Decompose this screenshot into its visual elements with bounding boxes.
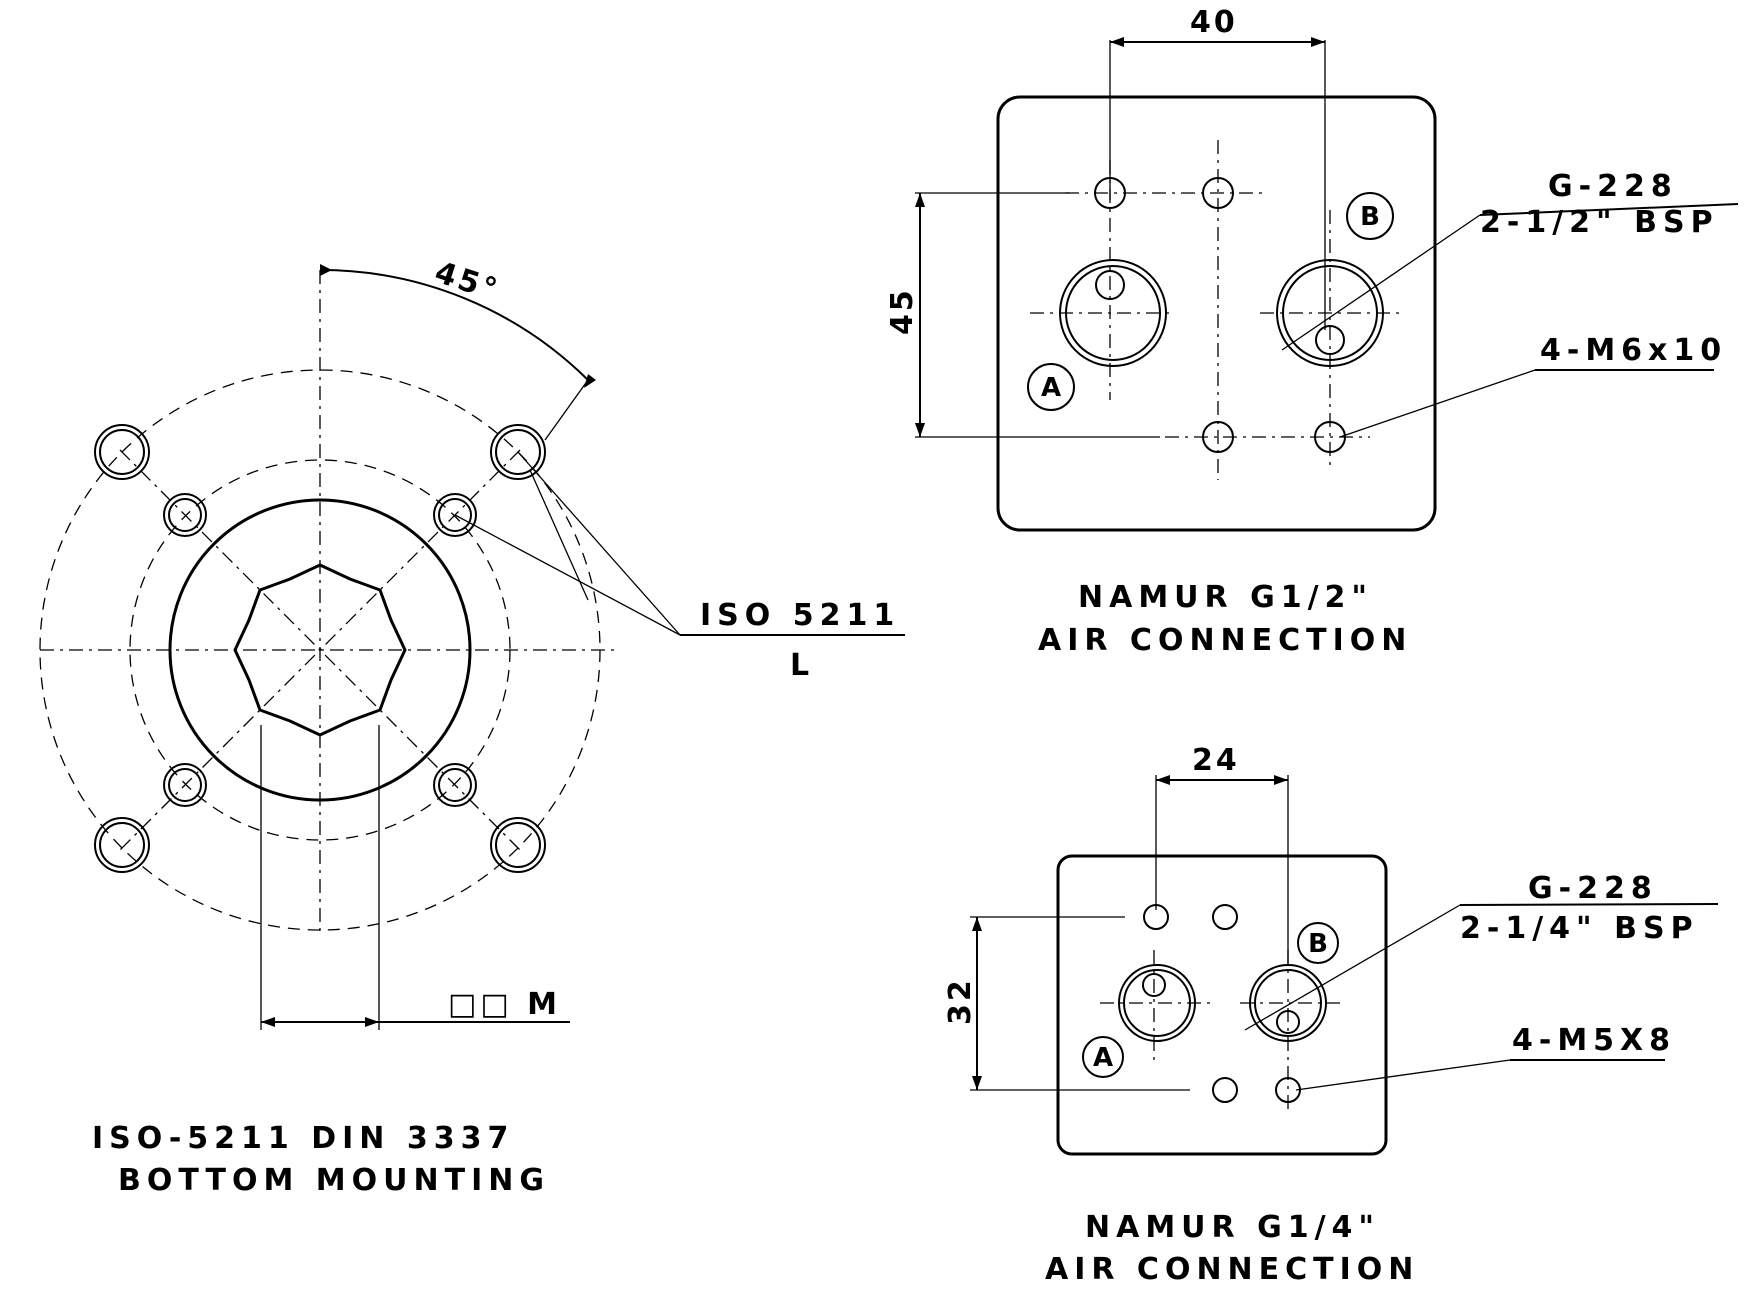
half-port-a-bore	[1095, 270, 1125, 300]
quarter-thread-label-1: G-228	[1528, 871, 1658, 906]
quarter-screw-hole	[1143, 904, 1169, 930]
quarter-port-a-badge	[1082, 1036, 1124, 1078]
flange-caption-line1: ISO-5211 DIN 3337	[92, 1121, 514, 1156]
half-port-b-label: B	[1360, 202, 1380, 232]
quarter-port-b-inner	[1254, 969, 1322, 1037]
namur-quarter-plate	[1056, 854, 1388, 1156]
bolt-hole	[490, 424, 546, 480]
square-arrow-right	[365, 1017, 379, 1027]
bolt-hole-inner	[168, 768, 202, 802]
half-port-b-badge	[1346, 192, 1394, 240]
inner-bolt-holes	[163, 493, 477, 807]
half-port-a-outer	[1059, 259, 1167, 367]
quarter-port-a-inner	[1123, 969, 1191, 1037]
half-port-b-inner	[1282, 265, 1378, 361]
quarter-height-arrow-top	[972, 917, 982, 931]
iso-sublabel: L	[790, 648, 815, 683]
half-height-label: 45	[885, 287, 920, 335]
quarter-screw-leader	[1295, 1059, 1511, 1091]
quarter-screw-label: 4-M5X8	[1512, 1023, 1676, 1058]
square-label: □□ M	[448, 987, 561, 1022]
bolt-hole	[433, 493, 477, 537]
bolt-hole	[163, 763, 207, 807]
half-screw-hole	[1094, 177, 1126, 209]
half-screw-hole	[1314, 421, 1346, 453]
iso-leader-3	[529, 469, 589, 601]
quarter-caption-line1: NAMUR G1/4"	[1085, 1210, 1380, 1245]
bolt-hole-inner	[495, 822, 541, 868]
half-height-arrow-top	[915, 193, 925, 207]
bolt-hole	[94, 424, 150, 480]
bolt-hole	[163, 493, 207, 537]
bolt-hole-inner	[438, 498, 472, 532]
quarter-height-arrow-bottom	[972, 1076, 982, 1090]
bolt-hole	[433, 763, 477, 807]
iso-leader-1	[454, 514, 681, 636]
quarter-height-label: 32	[943, 977, 978, 1025]
half-width-arrow-right	[1311, 37, 1325, 47]
half-port-a-label: A	[1041, 373, 1061, 403]
quarter-port-b-outer	[1249, 964, 1327, 1042]
square-arrow-left	[261, 1017, 275, 1027]
flange-caption-line2: BOTTOM MOUNTING	[118, 1163, 550, 1198]
bolt-hole-inner	[99, 429, 145, 475]
half-port-b-bore	[1315, 325, 1345, 355]
arc-extension-line	[544, 379, 589, 441]
iso-leader-2	[517, 451, 681, 636]
namur-half-plate	[996, 95, 1437, 532]
half-thread-leader	[1281, 214, 1481, 351]
quarter-screw-hole	[1212, 904, 1238, 930]
shaft-boss-circle	[168, 498, 472, 802]
half-screw-label: 4-M6x10	[1540, 333, 1727, 368]
half-port-a-inner	[1065, 265, 1161, 361]
quarter-port-b-label: B	[1308, 929, 1328, 959]
quarter-thread-leader	[1244, 904, 1461, 1031]
bolt-hole-inner	[168, 498, 202, 532]
flange-view: 45° ISO 5211 L □□ M ISO-5211 DIN 3337 BO…	[39, 255, 905, 1198]
quarter-caption-line2: AIR CONNECTION	[1045, 1252, 1419, 1287]
angle-arc	[319, 268, 589, 381]
arc-arrow-start	[320, 264, 332, 276]
half-thread-label-2: 2-1/2" BSP	[1480, 205, 1719, 240]
bolt-hole	[94, 817, 150, 873]
half-thread-label-1: G-228	[1548, 169, 1678, 204]
quarter-thread-label-2: 2-1/4" BSP	[1460, 911, 1699, 946]
half-screw-hole	[1202, 177, 1234, 209]
half-port-b-outer	[1276, 259, 1384, 367]
half-port-a-badge	[1027, 363, 1075, 411]
quarter-thread-underline	[1459, 903, 1719, 906]
namur-half-view: 40 45 A B G-228	[885, 5, 1739, 658]
quarter-width-label: 24	[1192, 743, 1240, 778]
quarter-width-arrow-right	[1274, 775, 1288, 785]
bolt-hole	[490, 817, 546, 873]
outer-bolt-holes	[94, 424, 546, 873]
half-screw-hole	[1202, 421, 1234, 453]
quarter-port-b-badge	[1297, 922, 1339, 964]
quarter-port-a-outer	[1118, 964, 1196, 1042]
half-width-label: 40	[1190, 5, 1238, 40]
half-screw-leader	[1339, 369, 1536, 438]
half-caption-line1: NAMUR G1/2"	[1078, 580, 1373, 615]
namur-quarter-view: 24 32 A B G-228 2-1/4" BSP	[943, 743, 1719, 1287]
quarter-screw-hole	[1212, 1077, 1238, 1103]
bolt-hole-inner	[495, 429, 541, 475]
quarter-width-arrow-left	[1156, 775, 1170, 785]
bolt-hole-inner	[99, 822, 145, 868]
star-drive-socket	[233, 563, 407, 737]
arc-arrow-end	[584, 374, 596, 388]
half-width-arrow-left	[1110, 37, 1124, 47]
diagonal-centerline-2	[119, 449, 521, 851]
quarter-port-a-label: A	[1093, 1043, 1113, 1073]
quarter-port-b-bore	[1276, 1010, 1300, 1034]
half-caption-line2: AIR CONNECTION	[1038, 623, 1412, 658]
iso-label: ISO 5211	[700, 598, 900, 633]
half-thread-underline	[1479, 203, 1739, 216]
quarter-port-a-bore	[1142, 973, 1166, 997]
half-height-arrow-bottom	[915, 423, 925, 437]
bolt-hole-inner	[438, 768, 472, 802]
